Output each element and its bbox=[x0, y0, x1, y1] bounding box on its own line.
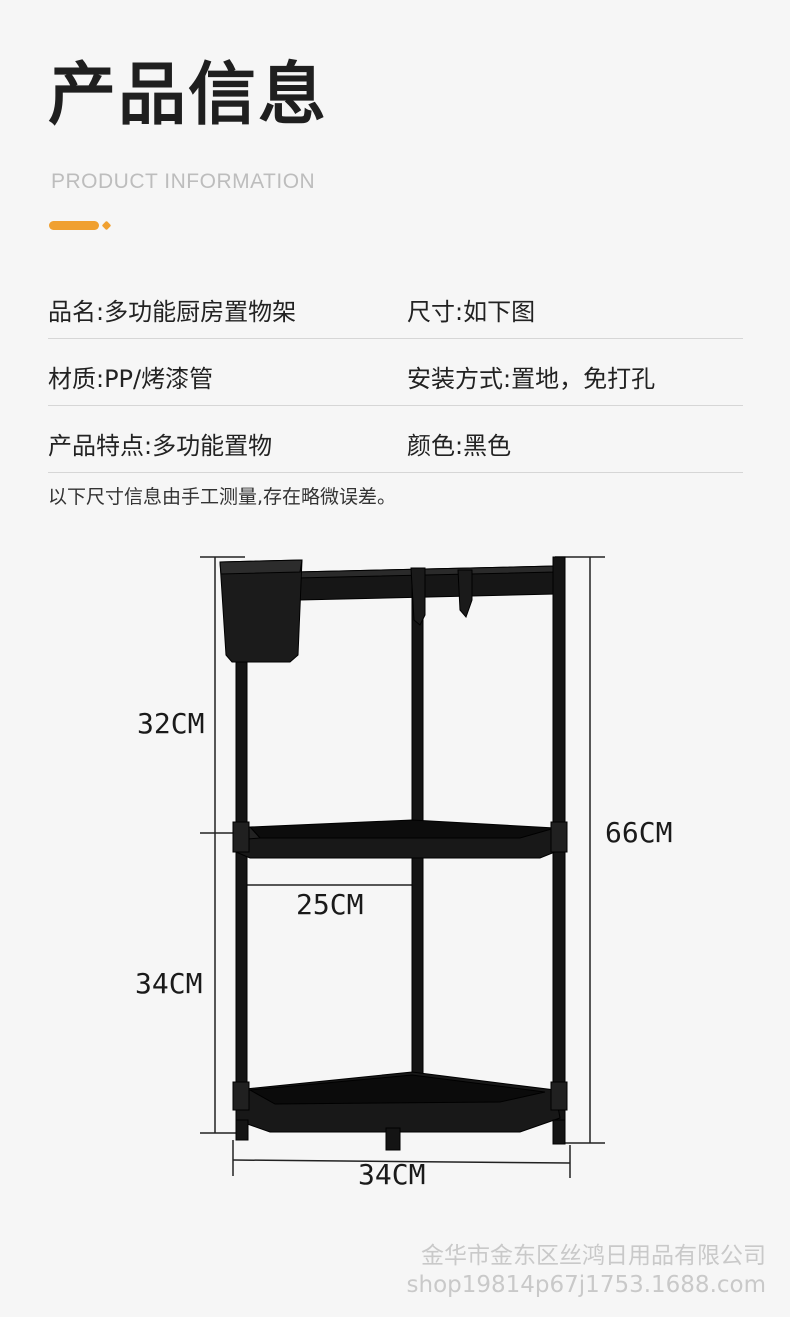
company-watermark: 金华市金东区丝鸿日用品有限公司 bbox=[421, 1243, 766, 1269]
corner-rack-illustration bbox=[219, 556, 568, 1151]
upper-height-label: 32CM bbox=[137, 707, 205, 740]
page-title: 产品信息 bbox=[48, 56, 329, 135]
total-height-label: 66CM bbox=[605, 816, 673, 849]
spec-row: 材质:PP/烤漆管 安装方式:置地，免打孔 bbox=[48, 339, 743, 406]
shop-url-watermark: shop19814p67j1753.1688.com bbox=[406, 1272, 766, 1298]
spec-size: 尺寸:如下图 bbox=[407, 298, 536, 326]
lower-height-label: 34CM bbox=[135, 967, 203, 1000]
spec-color: 颜色:黑色 bbox=[407, 432, 512, 460]
measurement-note: 以下尺寸信息由手工测量,存在略微误差。 bbox=[48, 486, 397, 508]
accent-bar bbox=[49, 221, 99, 230]
page-subtitle: PRODUCT INFORMATION bbox=[51, 170, 316, 193]
spec-feature: 产品特点:多功能置物 bbox=[48, 432, 273, 460]
width-label: 34CM bbox=[358, 1158, 426, 1191]
spec-row: 产品特点:多功能置物 颜色:黑色 bbox=[48, 406, 743, 473]
shelf-depth-label: 25CM bbox=[296, 888, 364, 921]
spec-row: 品名:多功能厨房置物架 尺寸:如下图 bbox=[48, 272, 743, 339]
spec-material: 材质:PP/烤漆管 bbox=[48, 365, 214, 393]
spec-installation: 安装方式:置地，免打孔 bbox=[407, 365, 656, 393]
dimension-lines bbox=[200, 556, 605, 1178]
spec-product-name: 品名:多功能厨房置物架 bbox=[48, 298, 297, 326]
